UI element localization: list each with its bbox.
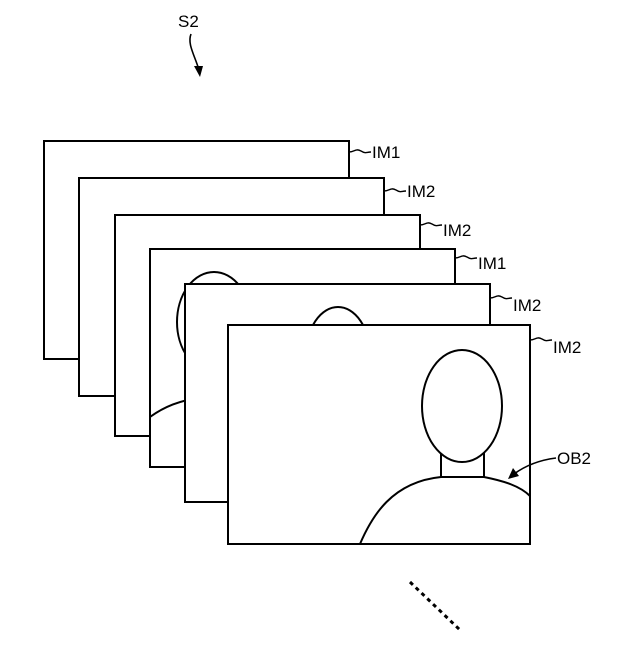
frame-label-2: IM2 xyxy=(384,182,435,201)
frame-label-6-text: IM2 xyxy=(553,338,581,357)
frame-label-1: IM1 xyxy=(349,143,400,162)
frame-label-5: IM2 xyxy=(490,296,541,315)
object-label: OB2 xyxy=(557,449,591,468)
step-label: S2 xyxy=(178,12,199,31)
frame-label-1-text: IM1 xyxy=(372,143,400,162)
frame-label-6: IM2 xyxy=(530,338,581,357)
step-arrow xyxy=(190,34,199,70)
image-frame-6 xyxy=(228,325,530,544)
frame-label-5-text: IM2 xyxy=(513,296,541,315)
person-head xyxy=(422,350,502,462)
frame-label-3-text: IM2 xyxy=(443,221,471,240)
step-arrow-head xyxy=(194,66,203,77)
frame-label-3: IM2 xyxy=(420,221,471,240)
frame-label-2-text: IM2 xyxy=(407,182,435,201)
frame-label-4: IM1 xyxy=(455,254,506,273)
frame-label-4-text: IM1 xyxy=(478,254,506,273)
continuation-dots xyxy=(410,582,460,630)
